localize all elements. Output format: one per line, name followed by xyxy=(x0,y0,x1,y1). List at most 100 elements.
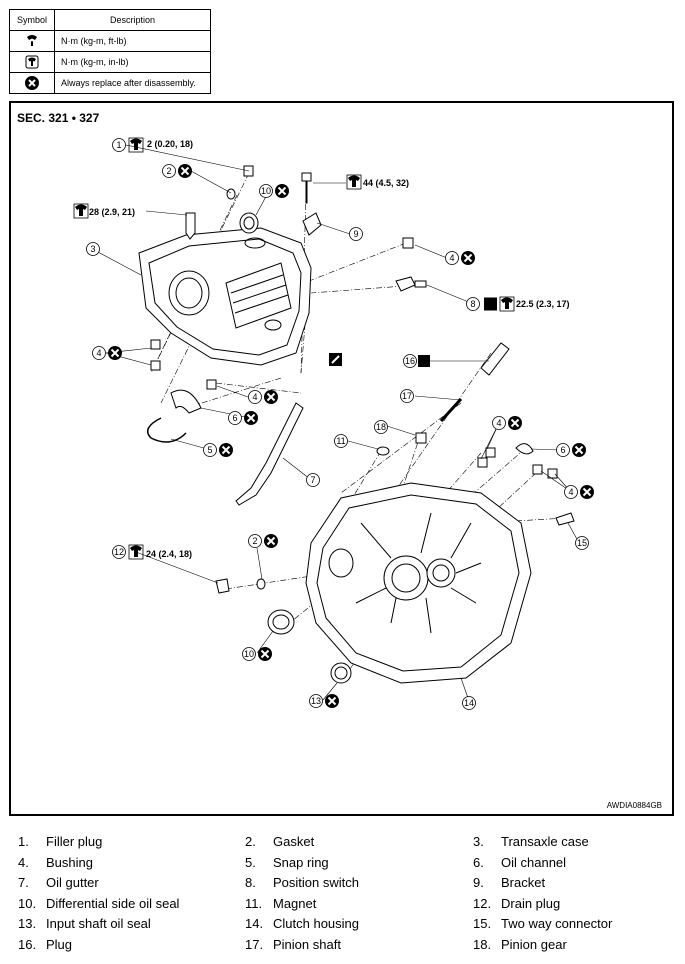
callout-number: 8 xyxy=(470,299,475,309)
callout-number: 4 xyxy=(568,487,573,497)
callout-4: 4 xyxy=(92,345,123,361)
callout-13: 13 xyxy=(309,693,340,709)
callout-number: 12 xyxy=(114,547,124,557)
callout-number: 4 xyxy=(496,418,501,428)
figure-code: AWDIA0884GB xyxy=(606,801,662,810)
callout-12: 12 xyxy=(112,544,144,560)
torque-wrench-icon xyxy=(73,203,89,219)
replace-icon xyxy=(507,415,523,431)
torque-wrench-icon xyxy=(9,30,55,52)
replace-icon xyxy=(177,163,193,179)
replace-icon xyxy=(257,646,273,662)
callout-1: 1 xyxy=(112,137,144,153)
header-description: Description xyxy=(54,9,211,31)
sealant-icon xyxy=(418,355,430,367)
symbol-row: N·m (kg-m, ft-lb) xyxy=(9,30,211,52)
symbol-desc: Always replace after disassembly. xyxy=(54,72,211,94)
legend-item: 13.Input shaft oil seal xyxy=(18,916,151,931)
callout-number: 10 xyxy=(244,649,254,659)
legend-item: 6.Oil channel xyxy=(473,855,567,870)
torque-wrench-icon xyxy=(346,174,362,190)
callout-5: 5 xyxy=(203,442,234,458)
callout-number: 2 xyxy=(166,166,171,176)
callout-7: 7 xyxy=(306,473,320,487)
replace-icon xyxy=(571,442,587,458)
torque-label: 44 (4.5, 32) xyxy=(363,178,409,188)
legend-item: 8.Position switch xyxy=(245,875,359,890)
callout-3: 3 xyxy=(86,242,100,256)
callout-number: 10 xyxy=(261,186,271,196)
torque-label: 24 (2.4, 18) xyxy=(146,549,192,559)
callout-11: 11 xyxy=(334,434,348,448)
legend-item: 12.Drain plug xyxy=(473,896,561,911)
callout-8: 8 xyxy=(466,296,515,312)
replace-icon xyxy=(579,484,595,500)
callout-18: 18 xyxy=(374,420,388,434)
torque-wrench-icon xyxy=(128,137,144,153)
legend-item: 18.Pinion gear xyxy=(473,937,567,952)
symbol-table: Symbol Description N·m (kg-m, ft-lb) N·m… xyxy=(9,9,211,94)
callout-17: 17 xyxy=(400,389,414,403)
replace-icon xyxy=(9,72,55,94)
replace-icon xyxy=(324,693,340,709)
callout-number: 4 xyxy=(252,392,257,402)
callout-16: 16 xyxy=(403,354,417,368)
legend-item: 7.Oil gutter xyxy=(18,875,99,890)
callout-4: 4 xyxy=(445,250,476,266)
torque-wrench-small-icon xyxy=(9,51,55,73)
callout-15: 15 xyxy=(575,536,589,550)
legend-item: 4.Bushing xyxy=(18,855,93,870)
callout-6: 6 xyxy=(556,442,587,458)
torque-wrench-icon xyxy=(499,296,515,312)
replace-icon xyxy=(274,183,290,199)
legend-item: 2.Gasket xyxy=(245,834,315,849)
torque-label: 2 (0.20, 18) xyxy=(147,139,193,149)
legend-item: 11.Magnet xyxy=(245,896,317,911)
replace-icon xyxy=(460,250,476,266)
replace-icon xyxy=(263,533,279,549)
symbol-desc: N·m (kg-m, ft-lb) xyxy=(54,30,211,52)
callout-number: 5 xyxy=(207,445,212,455)
legend-item: 9.Bracket xyxy=(473,875,546,890)
replace-icon xyxy=(107,345,123,361)
replace-icon xyxy=(263,389,279,405)
legend-item: 10.Differential side oil seal xyxy=(18,896,180,911)
callout-number: 4 xyxy=(96,348,101,358)
callout-9: 9 xyxy=(349,227,363,241)
legend-item: 16.Plug xyxy=(18,937,73,952)
sealant-icon xyxy=(484,297,497,311)
callout-4: 4 xyxy=(248,389,279,405)
callout-2: 2 xyxy=(162,163,193,179)
replace-icon xyxy=(218,442,234,458)
symbol-table-header: Symbol Description xyxy=(9,9,211,31)
symbol-row: Always replace after disassembly. xyxy=(9,72,211,94)
legend-item: 1.Filler plug xyxy=(18,834,103,849)
callout-number: 18 xyxy=(376,422,386,432)
torque-label: 28 (2.9, 21) xyxy=(89,207,135,217)
legend-item: 17.Pinion shaft xyxy=(245,937,341,952)
callout-10: 10 xyxy=(242,646,273,662)
exploded-diagram: SEC. 321 • 327 xyxy=(9,101,674,816)
symbol-row: N·m (kg-m, in-lb) xyxy=(9,51,211,73)
callout-number: 14 xyxy=(464,698,474,708)
legend-item: 14.Clutch housing xyxy=(245,916,359,931)
callout-number: 16 xyxy=(405,356,415,366)
callout-number: 2 xyxy=(252,536,257,546)
section-title: SEC. 321 • 327 xyxy=(17,111,100,125)
callout-number: 6 xyxy=(560,445,565,455)
callout-number: 15 xyxy=(577,538,587,548)
callout-number: 4 xyxy=(449,253,454,263)
torque-label: 22.5 (2.3, 17) xyxy=(516,299,570,309)
header-symbol: Symbol xyxy=(9,9,55,31)
callout-10: 10 xyxy=(259,183,290,199)
replace-icon xyxy=(243,410,259,426)
callout-number: 3 xyxy=(90,244,95,254)
callout-number: 9 xyxy=(353,229,358,239)
legend-item: 15.Two way connector xyxy=(473,916,613,931)
callout-4: 4 xyxy=(564,484,595,500)
callout-2: 2 xyxy=(248,533,279,549)
legend-item: 5.Snap ring xyxy=(245,855,329,870)
callout-14: 14 xyxy=(462,696,476,710)
callout-number: 11 xyxy=(336,436,345,446)
